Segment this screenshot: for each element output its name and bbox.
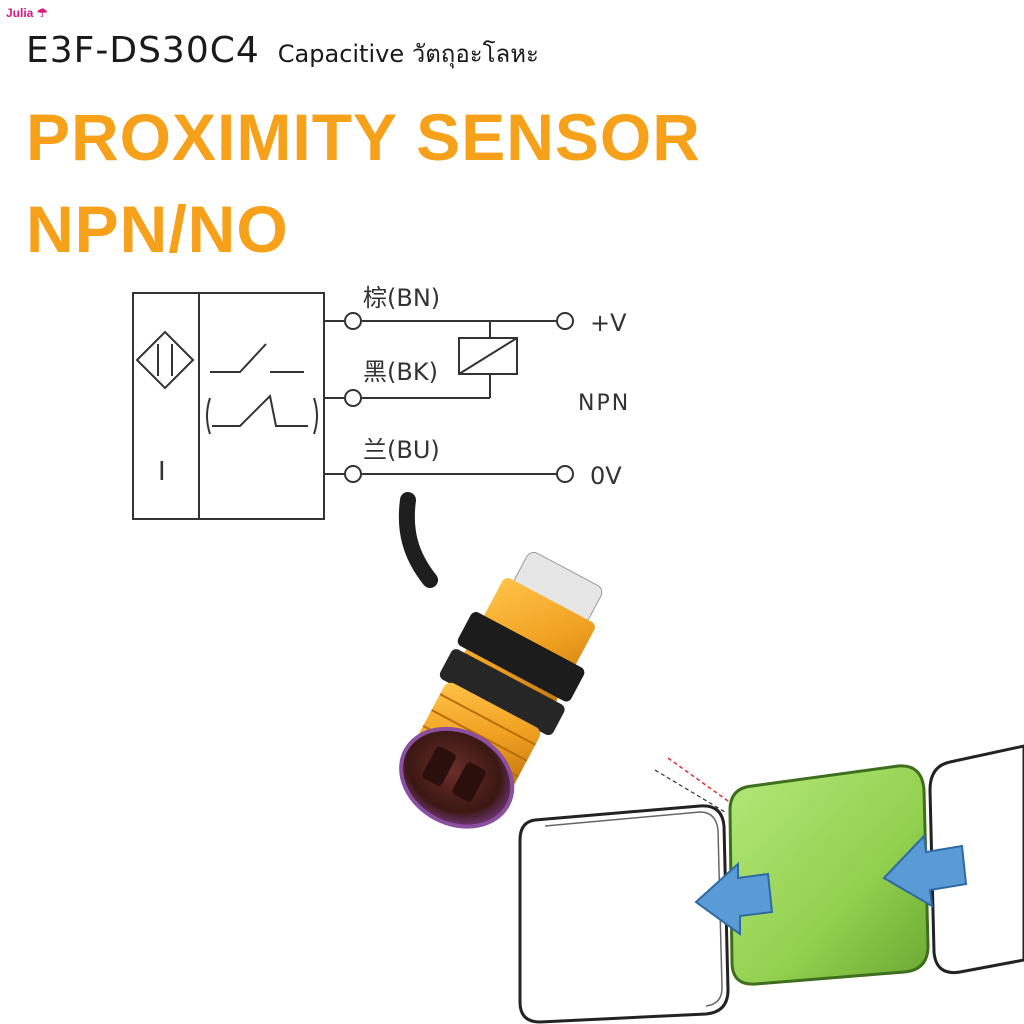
umbrella-icon: ☂ <box>36 6 48 20</box>
model-name: E3F-DS30C4 <box>26 30 260 71</box>
direction-arrow-icon <box>694 833 968 936</box>
wire-black-label: 黑(BK) <box>363 358 438 386</box>
wiring-diagram <box>132 292 574 520</box>
sensor-subtitle: Capacitive วัตถุอะโลหะ <box>277 40 539 68</box>
conveyor-blocks <box>518 744 1024 1024</box>
coil-icon <box>458 337 518 375</box>
sensor-illustration <box>398 492 736 829</box>
white-block-left <box>518 804 730 1024</box>
terminal-positive-label: +V <box>590 309 627 337</box>
lens-emitter <box>422 746 456 786</box>
switch-icon <box>206 343 318 435</box>
headline-product: PROXIMITY SENSOR <box>26 100 701 174</box>
arrow-left <box>694 861 774 936</box>
detection-beam <box>667 757 736 807</box>
sensor-nut-upper <box>457 612 585 702</box>
output-mark: I <box>158 457 166 487</box>
sensor-nut-lower <box>439 649 565 736</box>
sensor-lens <box>399 726 515 829</box>
terminal-zero-label: 0V <box>590 462 622 490</box>
watermark-text: Julia <box>6 6 34 20</box>
green-target-block <box>728 764 930 986</box>
watermark: Julia ☂ <box>6 6 47 20</box>
sensing-face-icon <box>135 330 195 390</box>
sensor-box <box>132 292 325 520</box>
headline-type: NPN/NO <box>26 192 289 266</box>
wire-blue-label: 兰(BU) <box>363 436 440 464</box>
wire-brown-label: 棕(BN) <box>363 284 440 312</box>
sensor-cable <box>398 492 438 588</box>
title-row: E3F-DS30C4 Capacitive วัตถุอะโลหะ <box>26 30 539 80</box>
lens-receiver <box>452 762 486 802</box>
white-block-right <box>928 744 1024 975</box>
arrow-right <box>882 833 968 908</box>
npn-label: NPN <box>578 391 630 416</box>
